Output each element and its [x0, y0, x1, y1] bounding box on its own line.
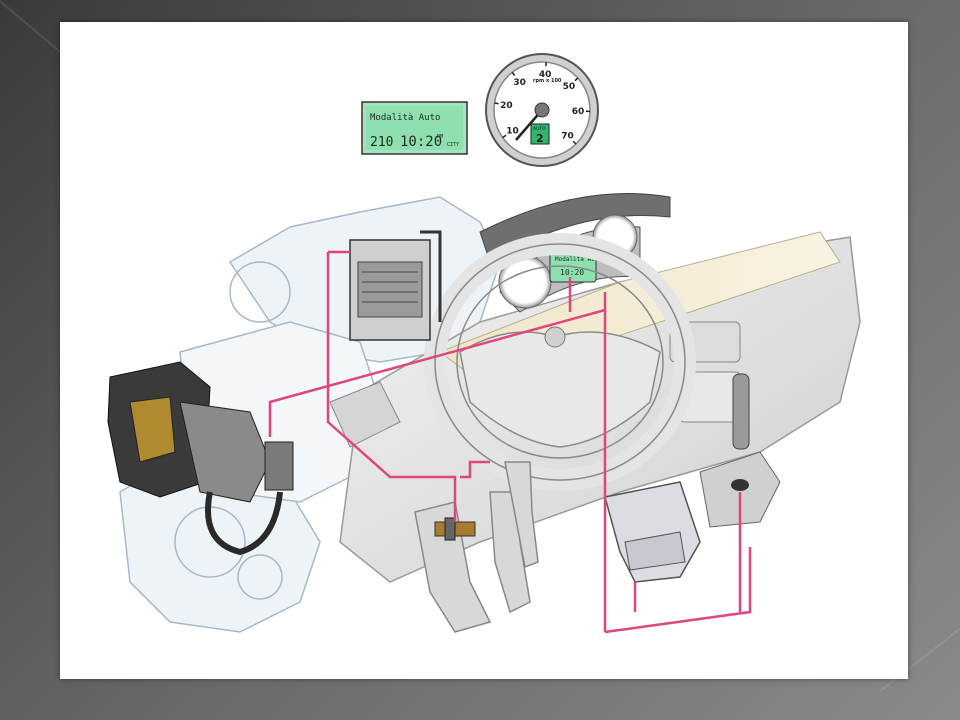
tachometer: 10 20 30 40 50 60 70 rpm x 100 AUTO 2 [485, 53, 599, 167]
tachometer-hub [534, 102, 550, 118]
pedal-sensor [434, 517, 476, 541]
tachometer-tick-mark [494, 102, 499, 105]
display-panel: Modalità Auto 210 10:20 PM CITY [361, 101, 468, 155]
wiring-harness [268, 250, 752, 634]
display-left-value: 210 [370, 135, 393, 150]
tachometer-tick-label: 10 [506, 127, 519, 137]
steering-wheel [424, 233, 696, 491]
dash-lcd-clock: 10:20 [560, 268, 584, 277]
display-mode-tag: CITY [447, 142, 459, 148]
tachometer-tick-label: 60 [572, 107, 585, 117]
tachometer-tick-mark [574, 77, 579, 82]
gear-selector [699, 373, 781, 528]
tachometer-scale: 10 20 30 40 50 60 70 [494, 62, 591, 145]
display-mode-text: Modalità Auto [370, 113, 440, 123]
tachometer-tick-mark [511, 71, 516, 76]
frame-decor-line [0, 0, 62, 53]
gear-indicator-value: 2 [536, 132, 544, 145]
tachometer-tick-label: 30 [513, 78, 526, 88]
display-clock-suffix: PM [437, 134, 443, 140]
tachometer-tick-label: 70 [561, 132, 574, 142]
tachometer-tick-mark [502, 134, 507, 139]
slide-content: Modalità Auto 10:20 [60, 22, 908, 679]
pedals [414, 461, 539, 633]
display-clock: 10:20 [400, 134, 442, 150]
vehicle-diagram: Modalità Auto 10:20 [107, 53, 861, 634]
tachometer-tick-label: 50 [563, 82, 576, 92]
tachometer-tick-label: 20 [500, 101, 513, 111]
tachometer-tick-label: 40 [539, 70, 552, 80]
gear-indicator-label: AUTO [533, 126, 546, 132]
transmission-control-unit [604, 481, 701, 583]
engine-control-unit [349, 230, 442, 341]
dash-lcd-mode-text: Modalità Auto [555, 256, 602, 263]
tachometer-tick-mark [572, 140, 577, 145]
gearbox-actuator [107, 361, 294, 556]
gear-indicator [530, 123, 550, 145]
tachometer-unit: rpm x 100 [533, 78, 562, 84]
